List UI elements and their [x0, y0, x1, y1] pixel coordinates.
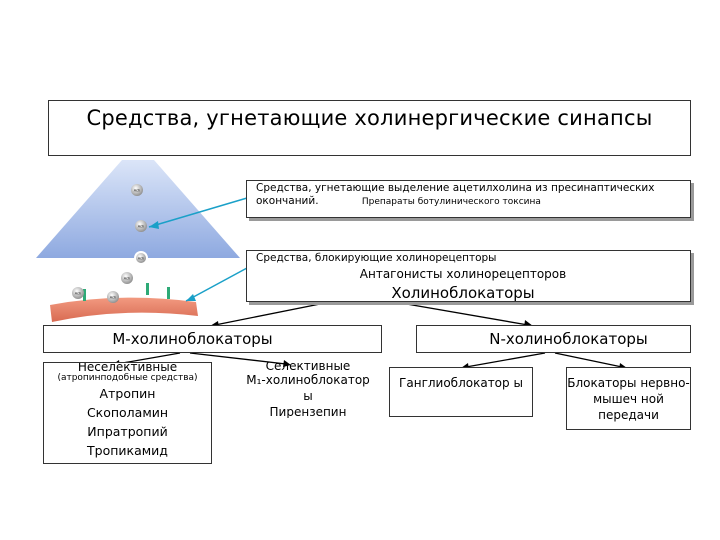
- selective-name: М₁-холиноблокатор ы: [246, 373, 370, 403]
- release-inhibitors-box: Средства, угнетающие выделение ацетилхол…: [246, 180, 691, 218]
- svg-text:Ach: Ach: [138, 257, 144, 261]
- m-cholinoblockers-box: М-холиноблокаторы: [43, 325, 382, 353]
- pointer-arrows: [148, 197, 248, 302]
- neuromuscular-blockers-label: Блокаторы нервно-мышеч ной передачи: [567, 376, 690, 422]
- connector-arrows: [112, 301, 627, 370]
- receptor-blockers-text: Средства, блокирующие холинорецепторы: [256, 252, 497, 264]
- postsynaptic-membrane: [50, 297, 198, 322]
- ganglioblockers-box: Ганглиоблокатор ы: [389, 367, 533, 417]
- presynaptic-terminal: [36, 160, 240, 258]
- svg-text:Ach: Ach: [124, 277, 130, 281]
- drug-tropicamide: Тропикамид: [87, 443, 168, 458]
- drug-scopolamine: Скополамин: [86, 405, 169, 420]
- selective-heading: Селективные: [265, 362, 351, 373]
- receptor-icons: [83, 283, 170, 301]
- vesicle-icons: [72, 184, 148, 303]
- n-cholinoblockers-label: N-холиноблокаторы: [489, 330, 648, 348]
- cholinoblockers-text: Холиноблокаторы: [391, 284, 535, 302]
- nonselective-subtitle: (атропинподобные средства): [57, 373, 198, 383]
- botulinum-text: Препараты ботулинического токсина: [361, 197, 541, 207]
- receptor-blockers-box: Средства, блокирующие холинорецепторы Ан…: [246, 250, 691, 302]
- page-title: Средства, угнетающие холинергические син…: [86, 106, 653, 130]
- svg-text:Ach: Ach: [134, 189, 140, 193]
- drug-atropine: Атропин: [99, 386, 156, 401]
- title-box: Средства, угнетающие холинергические син…: [48, 100, 691, 156]
- nonselective-box: Неселективные (атропинподобные средства)…: [43, 362, 212, 464]
- svg-text:Ach: Ach: [138, 225, 144, 229]
- neuromuscular-blockers-box: Блокаторы нервно-мышеч ной передачи: [566, 367, 691, 430]
- release-inhibitors-text: Средства, угнетающие выделение ацетилхол…: [256, 182, 655, 207]
- m-cholinoblockers-label: М-холиноблокаторы: [112, 330, 273, 348]
- nonselective-heading: Неселективные: [77, 362, 178, 374]
- ganglioblockers-label: Ганглиоблокатор ы: [399, 376, 523, 390]
- drug-pirenzepine: Пирензепин: [269, 405, 347, 418]
- drug-ipratropium: Ипратропий: [87, 424, 168, 439]
- antagonists-text: Антагонисты холинорецепторов: [359, 267, 567, 281]
- n-cholinoblockers-box: N-холиноблокаторы: [416, 325, 691, 353]
- svg-text:Ach: Ach: [110, 296, 116, 300]
- svg-text:Ach: Ach: [75, 292, 81, 296]
- selective-box: Селективные М₁-холиноблокатор ы Пирензеп…: [246, 362, 370, 418]
- vesicle-labels: Ach Ach Ach Ach Ach Ach: [75, 189, 144, 300]
